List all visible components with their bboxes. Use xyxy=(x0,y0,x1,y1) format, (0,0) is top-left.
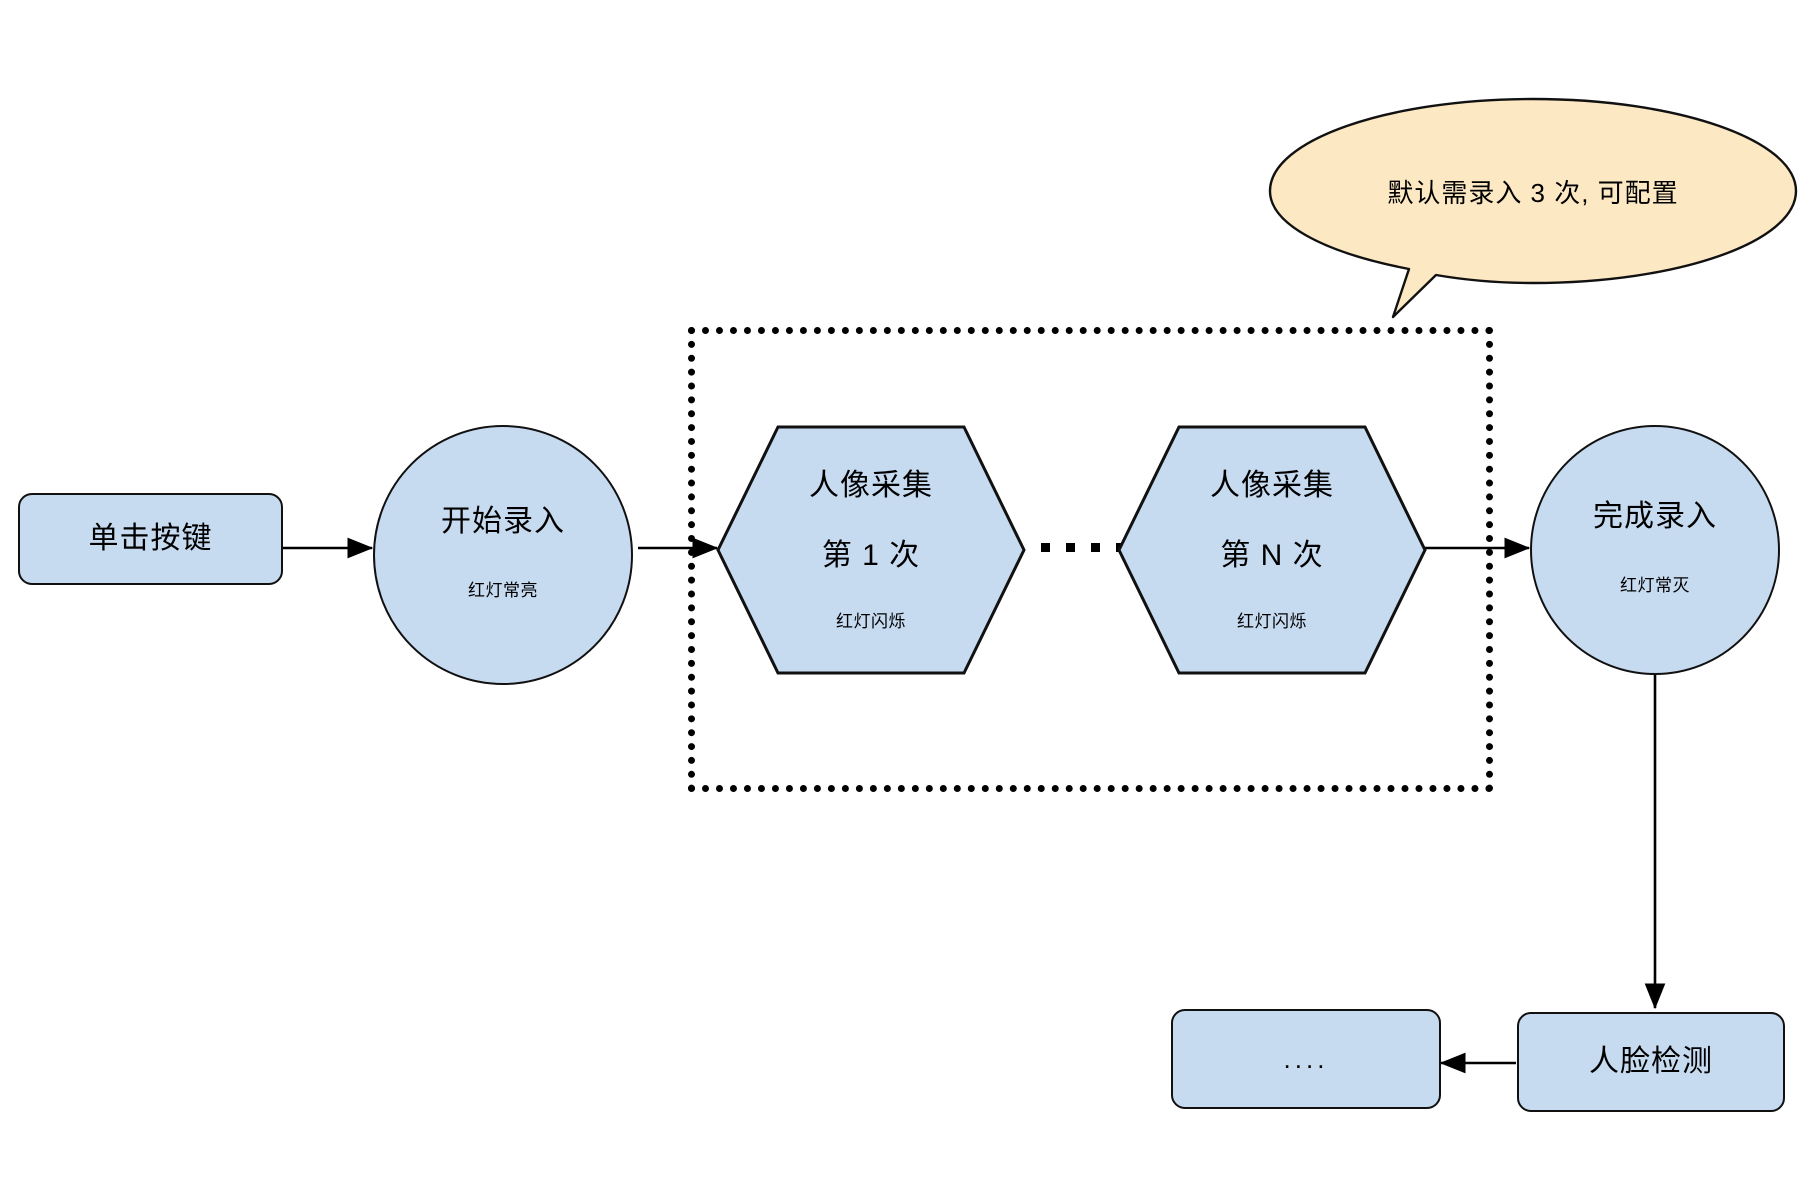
node-more-steps-label: .... xyxy=(1283,1043,1329,1074)
callout-enroll-count: 默认需录入 3 次, 可配置 xyxy=(1263,95,1803,320)
node-face-detect[interactable]: 人脸检测 xyxy=(1517,1012,1785,1112)
node-capture-first[interactable]: 人像采集 第 1 次 红灯闪烁 xyxy=(716,425,1026,675)
hexagon-shape-nth xyxy=(1117,425,1427,675)
ellipsis-dot xyxy=(1091,543,1100,552)
node-face-detect-label: 人脸检测 xyxy=(1589,1045,1713,1079)
node-finish-enroll[interactable]: 完成录入 红灯常灭 xyxy=(1530,425,1780,675)
ellipsis-dot xyxy=(1041,543,1050,552)
node-capture-nth-status: 红灯闪烁 xyxy=(1237,612,1307,632)
node-more-steps[interactable]: .... xyxy=(1171,1009,1441,1109)
node-capture-first-text: 人像采集 第 1 次 红灯闪烁 xyxy=(716,425,1026,675)
node-press-key-label: 单击按键 xyxy=(88,522,213,556)
ellipsis-dot xyxy=(1066,543,1075,552)
node-press-key[interactable]: 单击按键 xyxy=(18,493,283,585)
node-finish-enroll-label: 完成录入 xyxy=(1593,500,1717,534)
callout-text: 默认需录入 3 次, 可配置 xyxy=(1387,177,1679,208)
hexagon-shape-first xyxy=(716,425,1026,675)
node-start-enroll-label: 开始录入 xyxy=(441,505,565,539)
node-capture-nth-title: 人像采集 xyxy=(1210,469,1334,503)
capture-loop-group xyxy=(688,327,1493,792)
node-capture-first-status: 红灯闪烁 xyxy=(836,612,906,632)
node-capture-first-title: 人像采集 xyxy=(809,469,933,503)
node-capture-nth[interactable]: 人像采集 第 N 次 红灯闪烁 xyxy=(1117,425,1427,675)
node-capture-first-ordinal: 第 1 次 xyxy=(821,538,921,572)
node-capture-nth-ordinal: 第 N 次 xyxy=(1220,538,1324,572)
ellipsis-between-captures xyxy=(1041,543,1125,552)
callout-shape xyxy=(1268,97,1798,319)
node-start-enroll[interactable]: 开始录入 红灯常亮 xyxy=(373,425,633,685)
node-capture-nth-text: 人像采集 第 N 次 红灯闪烁 xyxy=(1117,425,1427,675)
node-start-enroll-status: 红灯常亮 xyxy=(468,580,538,600)
node-finish-enroll-status: 红灯常灭 xyxy=(1620,575,1690,595)
